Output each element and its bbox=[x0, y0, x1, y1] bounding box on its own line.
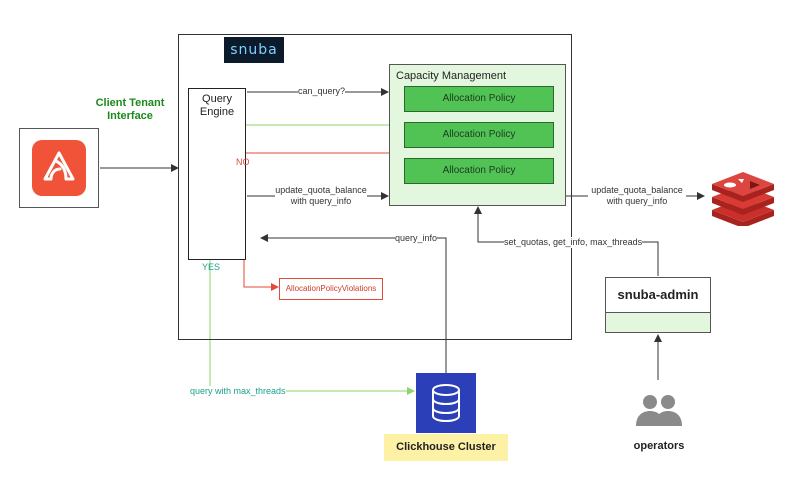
edge-label-query-info: query_info bbox=[395, 233, 438, 244]
edge-label-yes: YES bbox=[202, 262, 221, 272]
snuba-admin-box: snuba-admin bbox=[605, 277, 711, 333]
sentry-logo-icon bbox=[32, 140, 86, 196]
edge-label-query-with-max-threads: query with max_threads bbox=[190, 386, 286, 397]
snuba-admin-panel bbox=[606, 313, 710, 332]
allocation-policy-3: Allocation Policy bbox=[404, 158, 554, 184]
allocation-policy-violations: AllocationPolicyViolations bbox=[279, 278, 383, 300]
operators-label: operators bbox=[633, 440, 685, 452]
database-icon bbox=[416, 373, 476, 433]
edge-label-can-query: can_query? bbox=[298, 86, 346, 97]
users-icon bbox=[633, 393, 685, 429]
query-engine-box: Query Engine bbox=[188, 88, 246, 260]
edge-query-info bbox=[260, 234, 447, 373]
capacity-management-title: Capacity Management bbox=[396, 70, 507, 82]
clickhouse-cluster-label: Clickhouse Cluster bbox=[384, 434, 508, 461]
snuba-frame bbox=[178, 34, 572, 340]
redis-icon bbox=[708, 170, 778, 228]
edge-label-update-quota: update_quota_balance with query_info bbox=[275, 185, 367, 207]
edge-label-admin-calls: set_quotas, get_info, max_threads bbox=[504, 237, 643, 248]
client-tenant-interface-label: Client Tenant Interface bbox=[95, 97, 165, 122]
edge-label-update-quota-redis: update_quota_balance with query_info bbox=[588, 185, 686, 207]
allocation-policy-2: Allocation Policy bbox=[404, 122, 554, 148]
allocation-policy-1: Allocation Policy bbox=[404, 86, 554, 112]
snuba-admin-label: snuba-admin bbox=[606, 278, 710, 313]
edge-label-no: NO bbox=[236, 157, 250, 167]
sentry-card bbox=[19, 128, 99, 208]
snuba-logo: snuba bbox=[224, 37, 284, 63]
